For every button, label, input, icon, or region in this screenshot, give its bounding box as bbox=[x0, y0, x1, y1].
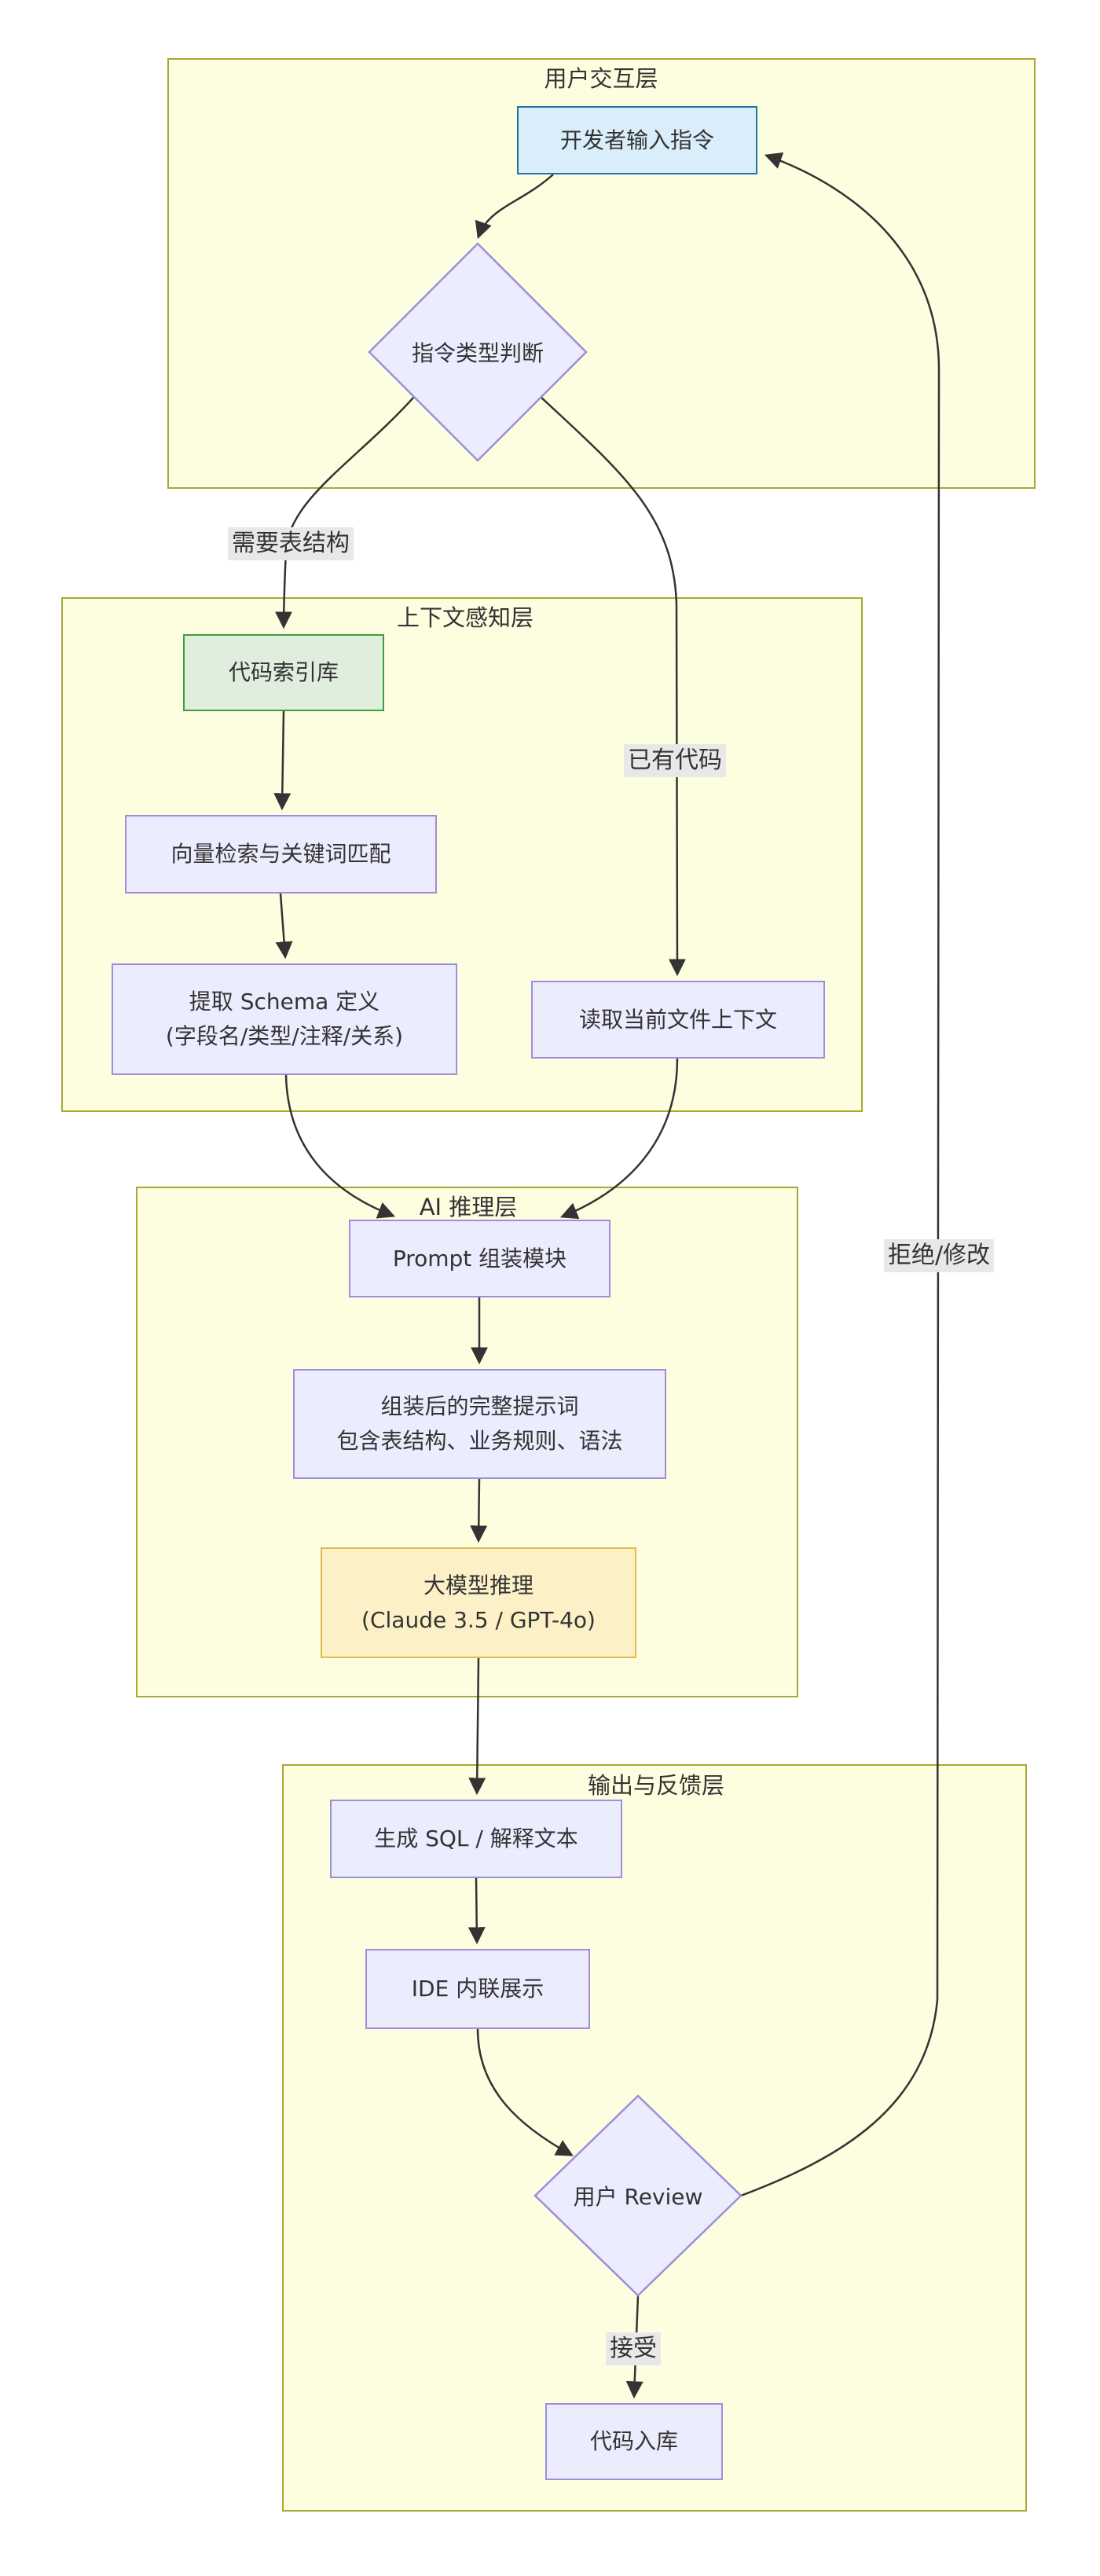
decision-instruction-type-label: 指令类型判断 bbox=[411, 340, 544, 366]
node-ide-display-label: IDE 内联展示 bbox=[411, 1976, 544, 2002]
node-vector-search-label: 向量检索与关键词匹配 bbox=[170, 841, 391, 867]
edge-type-to-index bbox=[275, 396, 415, 629]
node-extract-schema: 提取 Schema 定义 (字段名/类型/注释/关系) bbox=[112, 963, 457, 1075]
node-code-index-label: 代码索引库 bbox=[228, 659, 339, 685]
edge-input-to-type bbox=[475, 174, 554, 240]
node-full-prompt-line2: 包含表结构、业务规则、语法 bbox=[336, 1428, 623, 1454]
node-vector-search: 向量检索与关键词匹配 bbox=[125, 815, 437, 894]
node-llm-inference-line1: 大模型推理 bbox=[423, 1572, 534, 1598]
node-prompt-assembly-label: Prompt 组装模块 bbox=[392, 1245, 567, 1271]
edge-gensql-to-ide bbox=[468, 1877, 486, 1945]
edge-llm-to-gensql bbox=[468, 1657, 486, 1796]
node-extract-schema-line1: 提取 Schema 定义 bbox=[189, 989, 380, 1015]
edge-label-need-schema: 需要表结构 bbox=[228, 527, 354, 560]
node-read-context-label: 读取当前文件上下文 bbox=[578, 1006, 777, 1033]
decision-instruction-type bbox=[368, 242, 588, 462]
node-full-prompt: 组装后的完整提示词 包含表结构、业务规则、语法 bbox=[293, 1369, 666, 1479]
node-llm-inference-line2: (Claude 3.5 / GPT-4o) bbox=[361, 1606, 596, 1633]
node-llm-inference: 大模型推理 (Claude 3.5 / GPT-4o) bbox=[321, 1547, 636, 1658]
node-read-context: 读取当前文件上下文 bbox=[531, 981, 825, 1059]
node-ide-display: IDE 内联展示 bbox=[365, 1949, 590, 2029]
decision-user-review-label: 用户 Review bbox=[573, 2184, 703, 2210]
node-generate-sql: 生成 SQL / 解释文本 bbox=[330, 1800, 622, 1878]
layer-title-ai-reasoning: AI 推理层 bbox=[419, 1194, 518, 1220]
edge-type-to-readfile bbox=[540, 396, 686, 977]
edge-search-to-schema bbox=[275, 893, 293, 960]
edge-label-accept: 接受 bbox=[606, 2332, 661, 2365]
edge-label-reject: 拒绝/修改 bbox=[883, 1239, 995, 1272]
edge-readfile-to-prompt bbox=[559, 1058, 679, 1220]
decision-user-review bbox=[534, 2094, 742, 2297]
layer-title-output-feedback: 输出与反馈层 bbox=[587, 1772, 725, 1799]
layer-title-user-interaction: 用户交互层 bbox=[544, 65, 658, 92]
edge-schema-to-prompt bbox=[284, 1074, 396, 1219]
node-code-index: 代码索引库 bbox=[183, 634, 384, 711]
node-prompt-assembly: Prompt 组装模块 bbox=[349, 1220, 610, 1297]
node-full-prompt-line1: 组装后的完整提示词 bbox=[380, 1393, 579, 1419]
edge-fullprompt-to-llm bbox=[470, 1478, 488, 1543]
node-code-commit: 代码入库 bbox=[545, 2403, 723, 2480]
edge-ide-to-review bbox=[476, 2028, 574, 2156]
node-extract-schema-line2: (字段名/类型/注释/关系) bbox=[165, 1023, 404, 1049]
node-developer-input-label: 开发者输入指令 bbox=[559, 127, 714, 153]
edge-index-to-search bbox=[273, 710, 292, 811]
edge-review-to-input bbox=[740, 152, 940, 2197]
node-code-commit-label: 代码入库 bbox=[589, 2428, 678, 2454]
layer-title-context-awareness: 上下文感知层 bbox=[396, 604, 534, 631]
edge-label-has-code: 已有代码 bbox=[624, 744, 726, 777]
node-generate-sql-label: 生成 SQL / 解释文本 bbox=[374, 1826, 578, 1851]
node-developer-input: 开发者输入指令 bbox=[517, 106, 757, 174]
